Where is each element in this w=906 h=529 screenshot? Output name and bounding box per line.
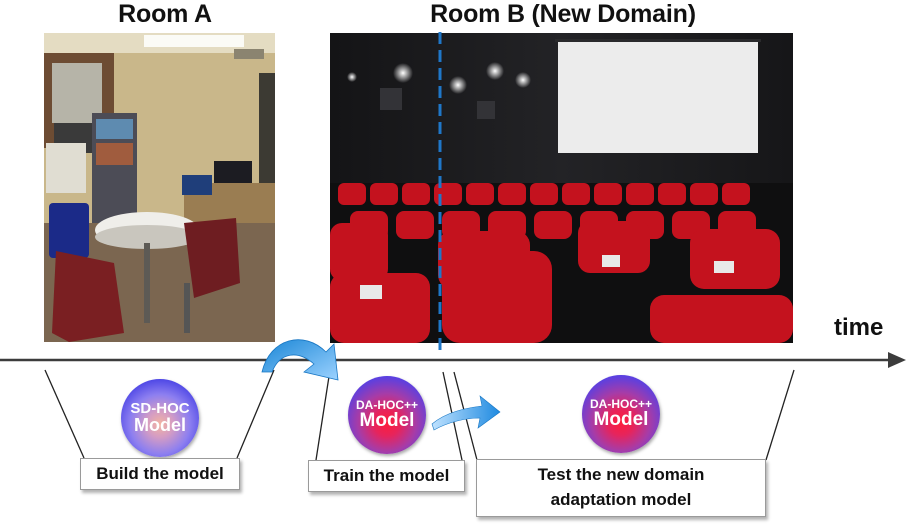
da-hoc-model-ball-train: DA-HOC++ Model: [348, 376, 426, 454]
timeline-arrowhead: [888, 352, 906, 368]
da-hoc-model-ball-test: DA-HOC++ Model: [582, 375, 660, 453]
model-name: DA-HOC++: [355, 397, 418, 412]
model-name: SD-HOC: [130, 399, 190, 417]
right-arrow-icon: [431, 395, 501, 431]
room-a-photo: [44, 33, 275, 342]
stage-train-label: Train the model: [308, 460, 465, 492]
room-b-photo: [330, 33, 793, 343]
room-a-title: Room A: [118, 0, 212, 28]
curved-arrow-icon: [261, 339, 339, 381]
stage-build-label: Build the model: [80, 458, 240, 490]
room-b-title: Room B (New Domain): [430, 0, 696, 28]
model-word: Model: [134, 415, 186, 436]
model-word: Model: [593, 409, 649, 431]
time-axis-label: time: [834, 314, 884, 341]
model-name: DA-HOC++: [589, 396, 652, 411]
model-word: Model: [359, 410, 415, 432]
sd-hoc-model-ball: SD-HOC Model: [121, 379, 199, 457]
stage-test-label: Test the new domain adaptation model: [476, 459, 766, 517]
